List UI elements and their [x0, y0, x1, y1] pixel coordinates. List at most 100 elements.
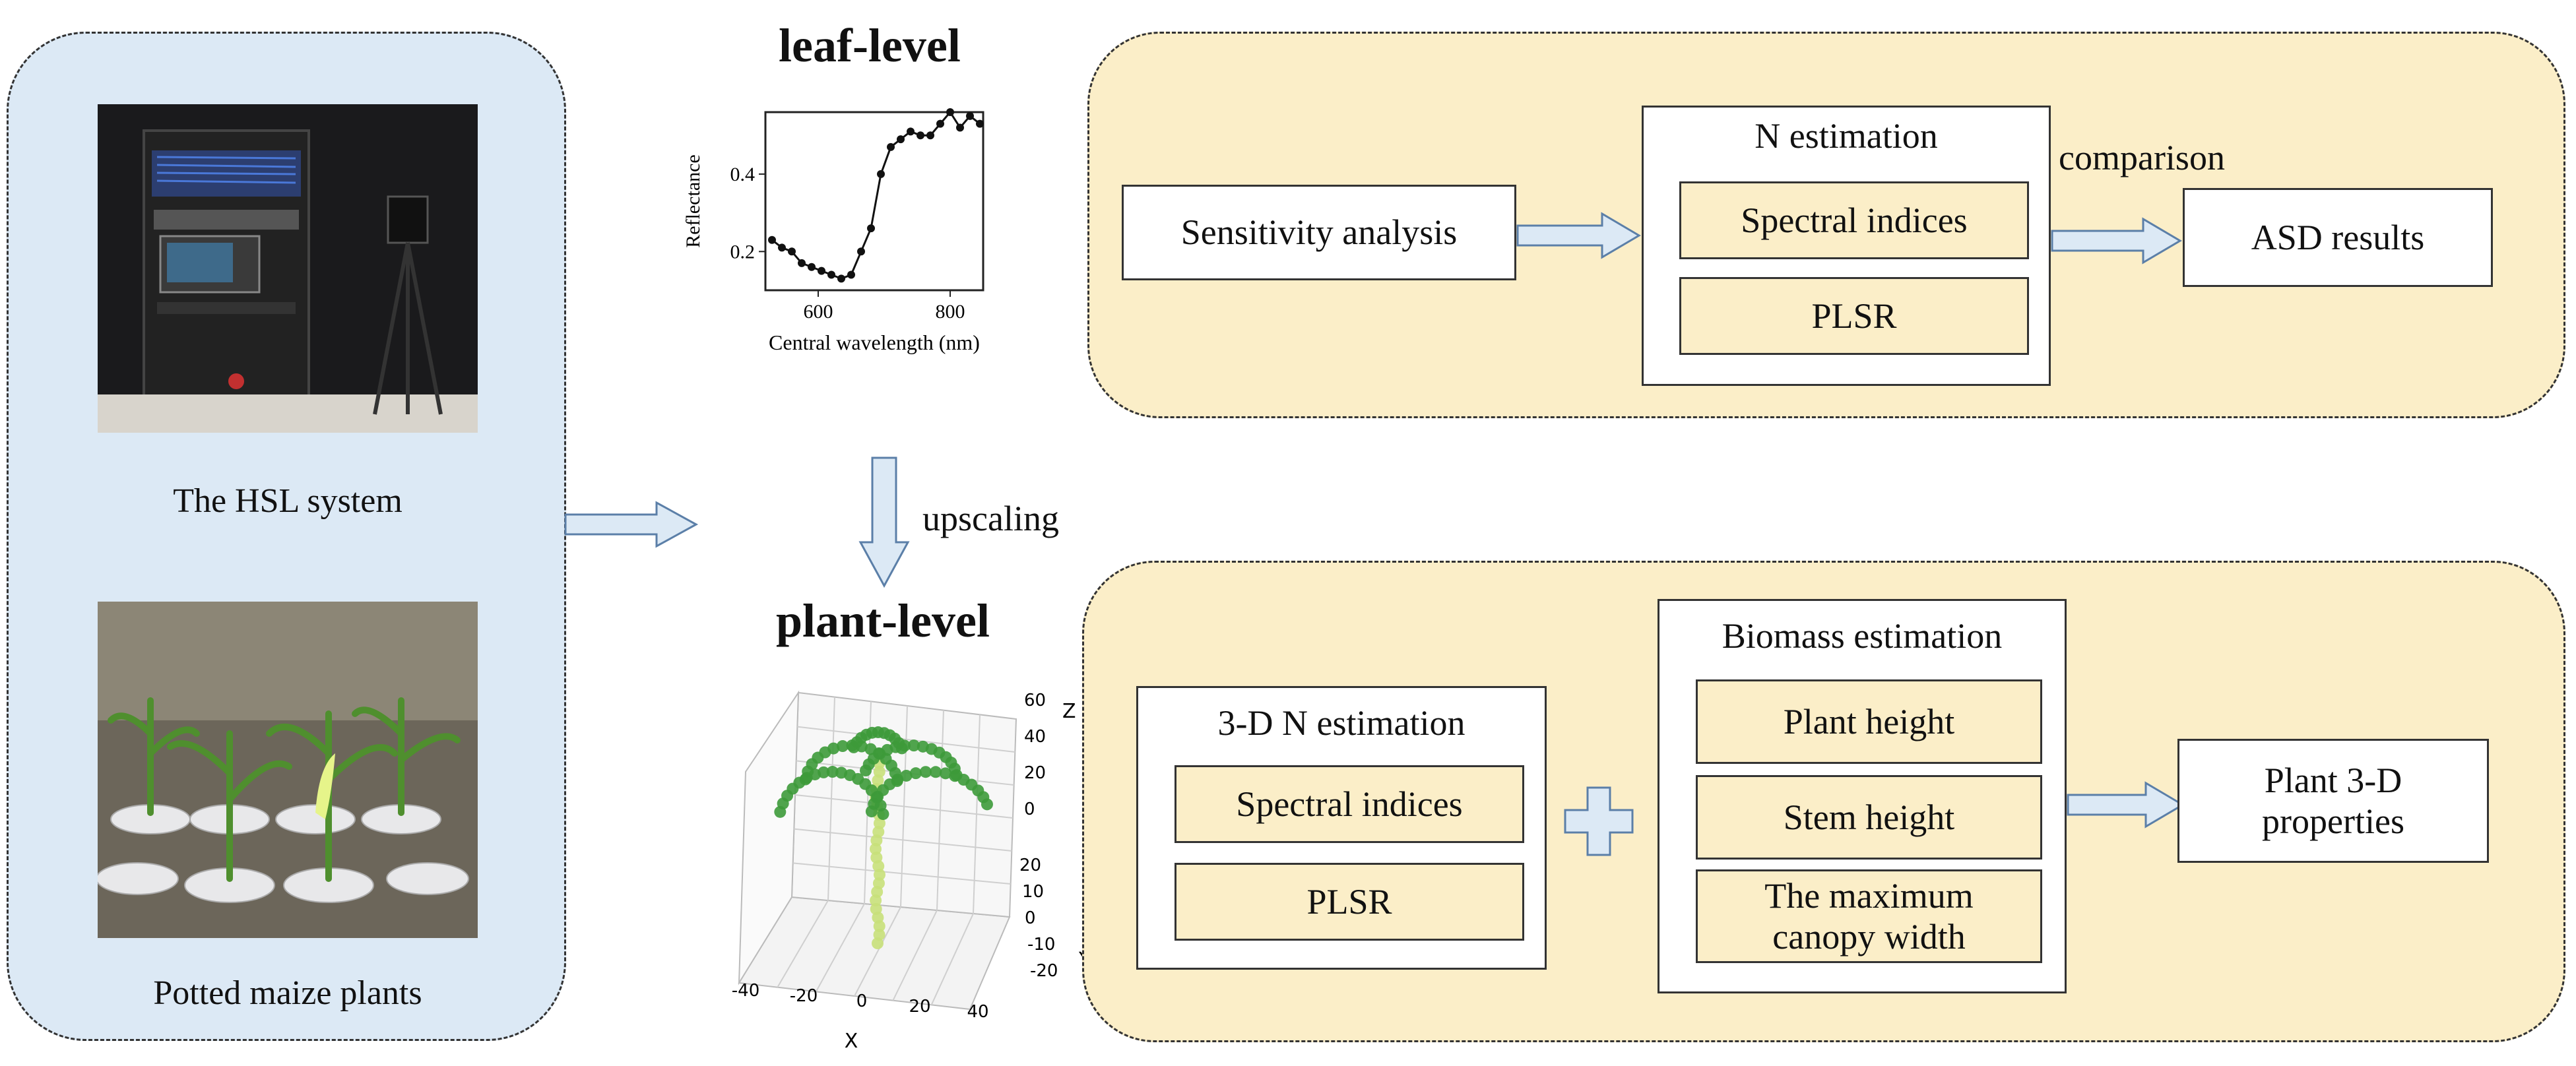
- plant-point: [774, 805, 787, 818]
- z-tick-label: 60: [1024, 691, 1046, 710]
- plant-point: [873, 929, 886, 941]
- side-wall: [738, 690, 800, 986]
- reflectance-point: [837, 274, 845, 283]
- x-tick-label: 20: [909, 997, 930, 1017]
- plant-point: [870, 852, 883, 863]
- biomass-estimation-title: Biomass estimation: [1722, 616, 2003, 656]
- grid-line: [815, 903, 865, 992]
- x-tick-label: 0: [856, 991, 868, 1011]
- y-tick-label: 0.2: [730, 241, 756, 263]
- plant-point: [872, 877, 885, 889]
- maize-plants-caption: Potted maize plants: [153, 974, 422, 1012]
- spectral-indices-box-top: Spectral indices: [1679, 181, 2029, 259]
- plant-point: [847, 741, 860, 753]
- plant-point: [909, 767, 922, 780]
- grid-line: [777, 900, 829, 988]
- y-tick-label: 0.4: [730, 164, 756, 185]
- x-tick-label: 800: [936, 301, 965, 323]
- grid-line: [797, 726, 1015, 753]
- plant-3d-properties-box: Plant 3-D properties: [2177, 739, 2489, 863]
- reflectance-point: [847, 270, 855, 279]
- plus-icon: [1564, 786, 1634, 856]
- z-tick-label: 20: [1024, 763, 1046, 783]
- plot-frame: [764, 111, 984, 292]
- reflectance-point: [926, 131, 934, 140]
- grid-line: [892, 910, 938, 1001]
- reflectance-point: [976, 119, 984, 128]
- reflectance-line: [771, 110, 981, 280]
- x-tick-label: -40: [732, 981, 759, 1001]
- reflectance-point: [946, 108, 954, 116]
- grid-line: [930, 913, 974, 1005]
- x-axis-label: Central wavelength (nm): [769, 330, 980, 354]
- y-tick-label: 10: [1022, 882, 1044, 902]
- arrow-to-levels: [564, 501, 699, 548]
- plant-height-box: Plant height: [1696, 679, 2042, 764]
- plant-point: [870, 843, 882, 855]
- hsl-system-caption: The HSL system: [173, 482, 402, 520]
- reflectance-point: [966, 111, 974, 120]
- canopy-width-box: The maximum canopy width: [1696, 869, 2042, 963]
- reflectance-point: [798, 259, 806, 267]
- plant-point: [826, 766, 839, 778]
- arrow-n-to-asd: [2051, 217, 2182, 265]
- arrow-sensitivity-to-n: [1516, 212, 1641, 259]
- plsr-box-top: PLSR: [1679, 277, 2029, 355]
- plant-point: [860, 765, 872, 777]
- reflectance-point: [808, 263, 816, 271]
- plant-level-title: plant-level: [776, 594, 990, 647]
- reflectance-point: [907, 127, 915, 136]
- sensitivity-analysis-box: Sensitivity analysis: [1122, 185, 1516, 280]
- x-tick-label: 40: [967, 1002, 988, 1022]
- plant-point: [930, 766, 942, 778]
- arrow-biomass-to-properties: [2067, 781, 2185, 829]
- comparison-label: comparison: [2059, 138, 2225, 177]
- x-tick-label: 600: [804, 301, 833, 323]
- plant-point: [919, 766, 932, 778]
- plant-point: [873, 817, 886, 829]
- x-tick-label: -20: [790, 986, 818, 1006]
- reflectance-point: [877, 170, 885, 178]
- plant-point: [864, 743, 877, 755]
- reflectance-point: [887, 142, 895, 151]
- y-tick-label: -20: [1030, 961, 1058, 981]
- reflectance-point: [936, 119, 944, 128]
- reflectance-point: [788, 247, 796, 256]
- plant-point: [865, 805, 878, 818]
- reflectance-point: [917, 131, 924, 140]
- y-tick-label: 20: [1019, 856, 1041, 875]
- reflectance-point: [956, 123, 964, 132]
- plant-point: [870, 903, 882, 915]
- plant-point: [873, 766, 886, 778]
- asd-results-box: ASD results: [2183, 188, 2493, 287]
- z-tick-label: 0: [1024, 800, 1035, 819]
- leaf-level-title: leaf-level: [779, 19, 961, 72]
- reflectance-point: [897, 135, 905, 144]
- hsl-system-photo: [98, 104, 478, 433]
- reflectance-point: [827, 270, 835, 279]
- n-estimation-title: N estimation: [1755, 116, 1938, 156]
- y-tick-label: -10: [1027, 935, 1055, 955]
- reflectance-point: [768, 235, 776, 244]
- reflectance-point: [867, 224, 875, 233]
- reflectance-point: [778, 243, 786, 252]
- z-tick-label: 40: [1024, 727, 1046, 747]
- z-axis-label: Z: [1062, 700, 1076, 723]
- maize-plants-photo: [98, 602, 478, 938]
- upscaling-label: upscaling: [922, 499, 1059, 538]
- plant-point: [917, 740, 929, 753]
- grid-line: [854, 906, 901, 997]
- reflectance-point: [818, 266, 825, 275]
- plant-point: [939, 767, 951, 780]
- plant-point: [835, 767, 848, 779]
- stem-height-box: Stem height: [1696, 775, 2042, 860]
- spectral-indices-box-bottom: Spectral indices: [1175, 765, 1524, 843]
- n3d-estimation-title: 3-D N estimation: [1217, 703, 1465, 743]
- plsr-box-bottom: PLSR: [1175, 863, 1524, 941]
- y-tick-label: 0: [1025, 908, 1036, 928]
- x-axis-label: X: [845, 1030, 858, 1053]
- y-axis-label: Reflectance: [682, 154, 704, 248]
- plant-point: [837, 740, 849, 753]
